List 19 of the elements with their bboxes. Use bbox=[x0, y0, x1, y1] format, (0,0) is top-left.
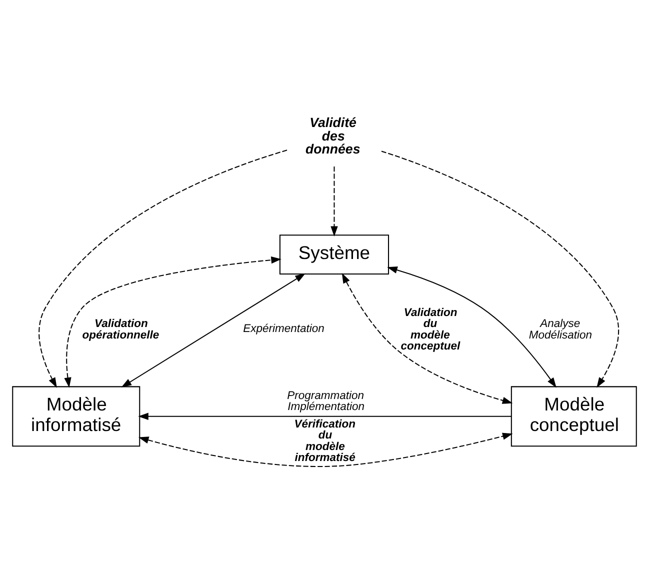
edge-label: Expérimentation bbox=[243, 323, 324, 336]
arrow bbox=[381, 150, 619, 388]
arrow bbox=[330, 166, 338, 237]
edge-label: Vérification du modèle informatisé bbox=[294, 418, 356, 464]
edge-label: Validation du modèle conceptuel bbox=[400, 306, 460, 353]
node-box: Modèle conceptuel bbox=[510, 386, 637, 447]
arrow bbox=[121, 273, 306, 388]
node-text: Validité des données bbox=[306, 114, 360, 157]
arrow bbox=[64, 256, 282, 388]
edge-label: Analyse Modélisation bbox=[528, 318, 592, 342]
arrow bbox=[38, 150, 288, 388]
edge-label: Validation opérationnelle bbox=[82, 318, 160, 342]
node-box: Modèle informatisé bbox=[12, 386, 140, 447]
arrow bbox=[138, 412, 512, 420]
arrow bbox=[387, 266, 556, 388]
arrow bbox=[138, 432, 513, 468]
edge-label: Programmation Implémentation bbox=[287, 390, 365, 414]
node-box: Système bbox=[279, 234, 390, 275]
arrow bbox=[342, 272, 513, 404]
